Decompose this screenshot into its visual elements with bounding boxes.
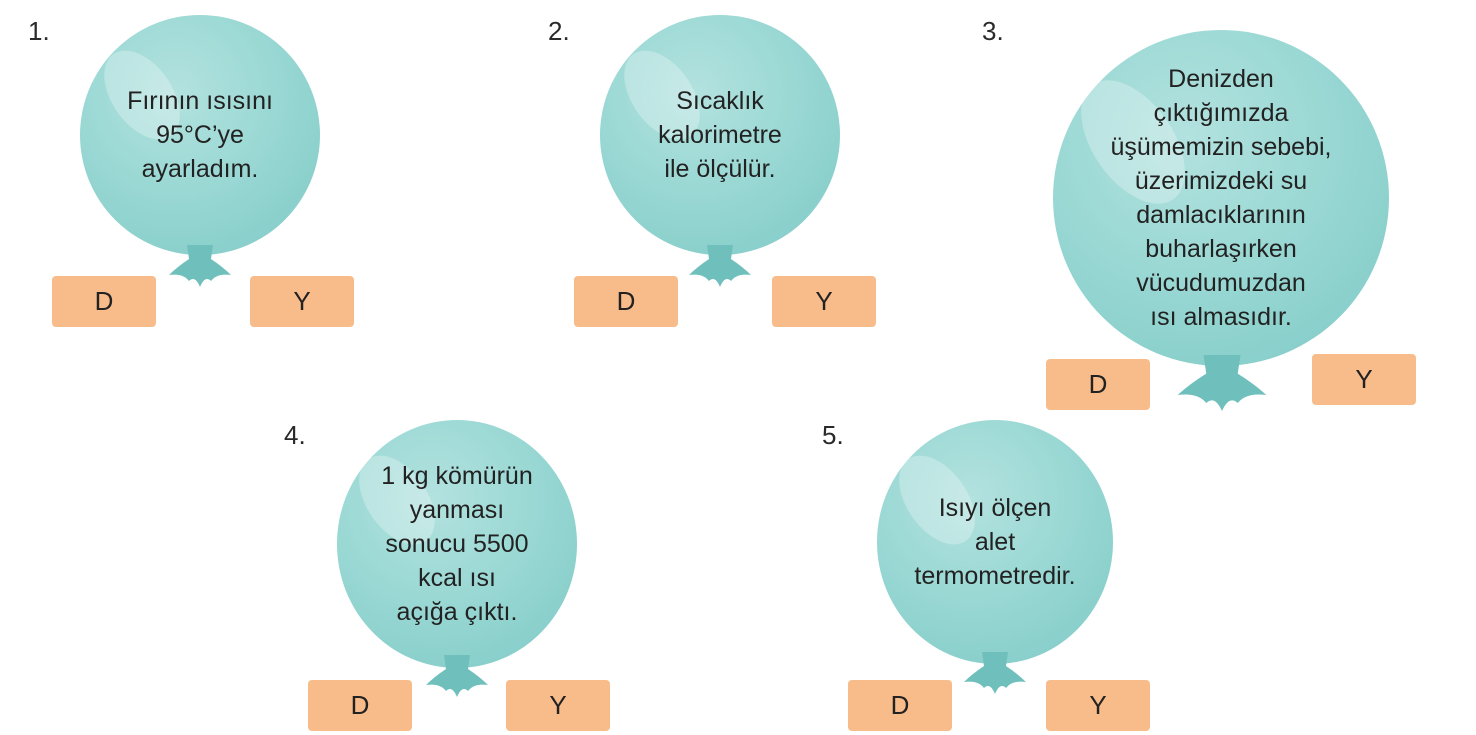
false-button[interactable]: Y	[250, 276, 354, 327]
item-number: 5.	[822, 420, 844, 450]
false-button[interactable]: Y	[506, 680, 610, 731]
statement-text: Sıcaklık kalorimetre ile ölçülür.	[658, 87, 782, 183]
balloon	[80, 15, 320, 255]
balloon	[337, 420, 577, 668]
statement-text: Fırının ısısını 95°C’ye ayarladım.	[127, 87, 273, 183]
true-button[interactable]: D	[848, 680, 952, 731]
false-button[interactable]: Y	[772, 276, 876, 327]
item-number: 3.	[982, 16, 1004, 46]
true-button[interactable]: D	[52, 276, 156, 327]
balloon-knot-icon	[169, 245, 231, 287]
balloon-knot-icon	[426, 655, 488, 697]
balloon-knot-icon	[689, 245, 751, 287]
false-button[interactable]: Y	[1046, 680, 1150, 731]
item-number: 2.	[548, 16, 570, 46]
balloon	[877, 420, 1113, 664]
true-button[interactable]: D	[1046, 359, 1150, 410]
false-button[interactable]: Y	[1312, 354, 1416, 405]
statement-text: 1 kg kömürün yanması sonucu 5500 kcal ıs…	[381, 462, 533, 626]
statement-text: Denizden çıktığımızda üşümemizin sebebi,…	[1110, 65, 1332, 331]
balloon-knot-icon	[964, 652, 1026, 694]
item-number: 4.	[284, 420, 306, 450]
item-number: 1.	[28, 16, 50, 46]
statement-text: Isıyı ölçen alet termometredir.	[914, 494, 1076, 590]
balloon	[1053, 30, 1389, 366]
true-button[interactable]: D	[308, 680, 412, 731]
true-button[interactable]: D	[574, 276, 678, 327]
balloon	[600, 15, 840, 255]
balloon-knot-icon	[1177, 355, 1267, 411]
